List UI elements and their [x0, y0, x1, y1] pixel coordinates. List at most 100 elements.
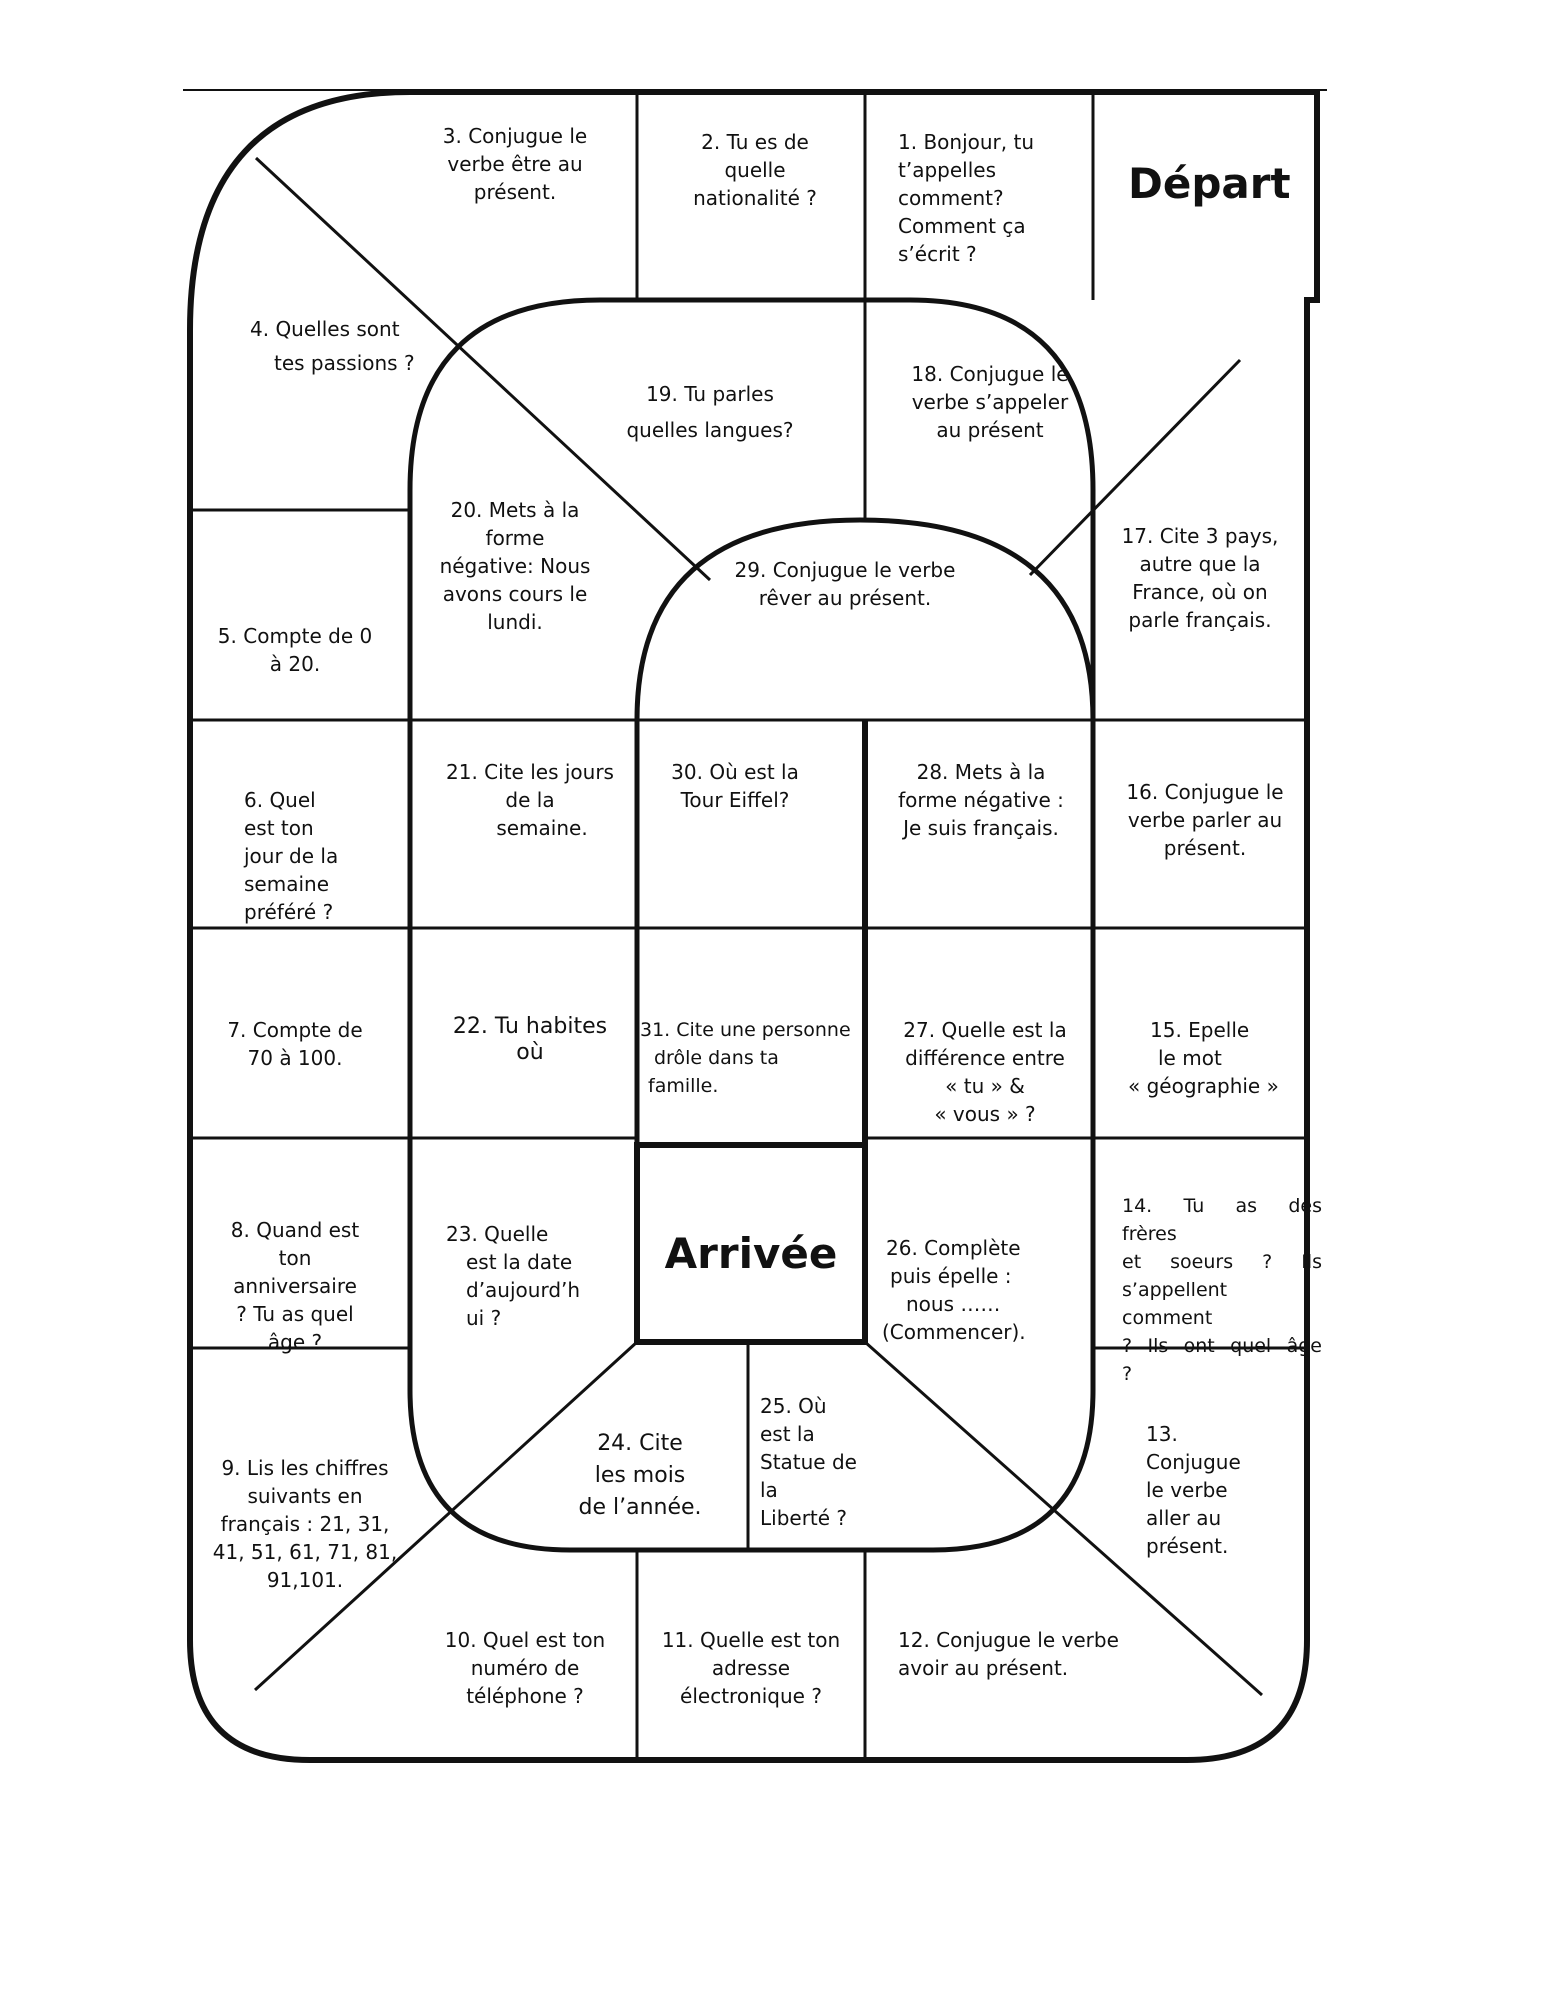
square-16-line: 16. Conjugue le — [1126, 780, 1284, 804]
square-28-line: forme négative : — [898, 788, 1064, 812]
square-29[interactable]: 29. Conjugue le verbe rêver au présent. — [720, 556, 970, 612]
square-27-line: « tu » & — [945, 1074, 1025, 1098]
square-8-line: ? Tu as quel — [236, 1302, 354, 1326]
square-31-line: famille. — [648, 1075, 719, 1097]
square-11-line: 11. Quelle est ton — [661, 1628, 841, 1652]
square-19-line: quelles langues? — [626, 418, 794, 442]
square-26-line: nous …… — [906, 1292, 1001, 1316]
square-21[interactable]: 21. Cite les jours de la semaine. — [430, 758, 630, 842]
square-3[interactable]: 3. Conjugue le verbe être au présent. — [410, 122, 620, 206]
square-9-line: suivants en — [247, 1484, 363, 1508]
square-12[interactable]: 12. Conjugue le verbe avoir au présent. — [898, 1626, 1119, 1682]
square-2[interactable]: 2. Tu es de quelle nationalité ? — [660, 128, 850, 212]
square-3-line: verbe être au — [447, 152, 583, 176]
square-18[interactable]: 18. Conjugue le verbe s’appeler au prése… — [885, 360, 1095, 444]
square-14-line: et soeurs ? Ils — [1122, 1251, 1322, 1273]
square-22-line: 22. Tu habites — [452, 1014, 608, 1039]
square-30[interactable]: 30. Où est la Tour Eiffel? — [650, 758, 820, 814]
square-25[interactable]: 25. Où est la Statue de la Liberté ? — [760, 1392, 857, 1532]
square-21-line: de la — [505, 788, 555, 812]
square-13-line: le verbe — [1146, 1478, 1228, 1502]
square-31-line: drôle dans ta — [654, 1047, 779, 1069]
square-8[interactable]: 8. Quand est ton anniversaire ? Tu as qu… — [210, 1216, 380, 1356]
square-26-line: (Commencer). — [882, 1320, 1026, 1344]
square-25-line: Statue de — [760, 1450, 857, 1474]
square-20[interactable]: 20. Mets à la forme négative: Nous avons… — [430, 496, 600, 636]
square-27-line: « vous » ? — [934, 1102, 1036, 1126]
square-15-line: le mot — [1158, 1046, 1222, 1070]
square-14-line: s’appellent comment — [1122, 1279, 1228, 1329]
square-6-line: préféré ? — [244, 900, 334, 924]
square-16-line: présent. — [1163, 836, 1247, 860]
square-9[interactable]: 9. Lis les chiffres suivants en français… — [200, 1454, 410, 1594]
square-27-line: 27. Quelle est la — [903, 1018, 1067, 1042]
square-15-line: 15. Epelle — [1150, 1018, 1250, 1042]
square-23-line: 23. Quelle — [446, 1222, 549, 1246]
square-17-line: France, où on — [1132, 580, 1268, 604]
square-7-line: 7. Compte de — [227, 1018, 363, 1042]
square-9-line: 9. Lis les chiffres — [221, 1456, 389, 1480]
square-18-line: verbe s’appeler — [911, 390, 1069, 414]
square-10-line: téléphone ? — [466, 1684, 584, 1708]
square-12-line: 12. Conjugue le verbe — [898, 1628, 1119, 1652]
square-29-line: rêver au présent. — [758, 586, 932, 610]
square-26-line: 26. Complète — [886, 1236, 1021, 1260]
square-20-line: avons cours le — [442, 582, 588, 606]
square-27[interactable]: 27. Quelle est la différence entre « tu … — [880, 1016, 1090, 1128]
inner-track-border — [634, 517, 1096, 1342]
square-8-line: 8. Quand est — [230, 1218, 360, 1242]
square-31[interactable]: 31. Cite une personne drôle dans ta fami… — [640, 1016, 851, 1100]
square-7[interactable]: 7. Compte de 70 à 100. — [210, 1016, 380, 1072]
square-11[interactable]: 11. Quelle est ton adresse électronique … — [648, 1626, 854, 1710]
square-6[interactable]: 6. Quel est ton jour de la semaine préfé… — [244, 786, 338, 926]
square-24-line: de l’année. — [578, 1495, 702, 1520]
square-28[interactable]: 28. Mets à la forme négative : Je suis f… — [876, 758, 1086, 842]
square-5-line: 5. Compte de 0 — [217, 624, 373, 648]
square-2-line: quelle — [724, 158, 786, 182]
square-23[interactable]: 23. Quelle est la date d’aujourd’h ui ? — [446, 1220, 580, 1332]
square-13[interactable]: 13. Conjugue le verbe aller au présent. — [1146, 1420, 1241, 1560]
square-29-line: 29. Conjugue le verbe — [734, 558, 956, 582]
square-18-line: 18. Conjugue le — [911, 362, 1069, 386]
square-16[interactable]: 16. Conjugue le verbe parler au présent. — [1110, 778, 1300, 862]
square-6-line: jour de la — [244, 844, 339, 868]
square-1[interactable]: 1. Bonjour, tu t’appelles comment? Comme… — [898, 128, 1034, 268]
square-13-line: 13. — [1146, 1422, 1178, 1446]
square-14[interactable]: 14. Tu as des frères et soeurs ? Ils s’a… — [1122, 1192, 1322, 1388]
square-1-line: s’écrit ? — [898, 242, 977, 266]
square-13-line: Conjugue — [1146, 1450, 1241, 1474]
square-19[interactable]: 19. Tu parles quelles langues? — [620, 376, 800, 448]
square-28-line: Je suis français. — [903, 816, 1059, 840]
square-5-line: à 20. — [269, 652, 321, 676]
square-17-line: 17. Cite 3 pays, — [1121, 524, 1279, 548]
square-17[interactable]: 17. Cite 3 pays, autre que la France, où… — [1100, 522, 1300, 634]
square-18-line: au présent — [936, 418, 1044, 442]
square-10[interactable]: 10. Quel est ton numéro de téléphone ? — [425, 1626, 625, 1710]
square-15[interactable]: 15. Epelle le mot « géographie » — [1128, 1016, 1279, 1100]
square-14-line: ? Ils ont quel âge ? — [1122, 1335, 1322, 1385]
square-20-line: forme — [485, 526, 545, 550]
square-28-line: 28. Mets à la — [916, 760, 1046, 784]
square-21-line: 21. Cite les jours — [446, 760, 614, 784]
square-1-line: 1. Bonjour, tu — [898, 130, 1034, 154]
square-22[interactable]: 22. Tu habites où — [440, 1014, 620, 1066]
square-4[interactable]: 4. Quelles sont tes passions ? — [250, 312, 415, 380]
square-1-line: Comment ça — [898, 214, 1026, 238]
square-24[interactable]: 24. Cite les mois de l’année. — [560, 1428, 720, 1524]
square-23-line: est la date — [466, 1250, 573, 1274]
square-10-line: 10. Quel est ton — [444, 1628, 606, 1652]
square-26[interactable]: 26. Complète puis épelle : nous …… (Comm… — [882, 1234, 1026, 1346]
start-label: Départ — [1128, 159, 1291, 208]
square-30-line: 30. Où est la — [671, 760, 799, 784]
square-16-line: verbe parler au — [1127, 808, 1283, 832]
square-6-line: est ton — [244, 816, 314, 840]
square-2-line: nationalité ? — [693, 186, 817, 210]
square-23-line: ui ? — [466, 1306, 502, 1330]
square-22-line: où — [516, 1040, 544, 1065]
square-19-line: 19. Tu parles — [646, 382, 774, 406]
square-13-line: présent. — [1146, 1534, 1229, 1558]
square-23-line: d’aujourd’h — [466, 1278, 581, 1302]
square-5[interactable]: 5. Compte de 0 à 20. — [210, 622, 380, 678]
square-9-line: 91,101. — [266, 1568, 344, 1592]
